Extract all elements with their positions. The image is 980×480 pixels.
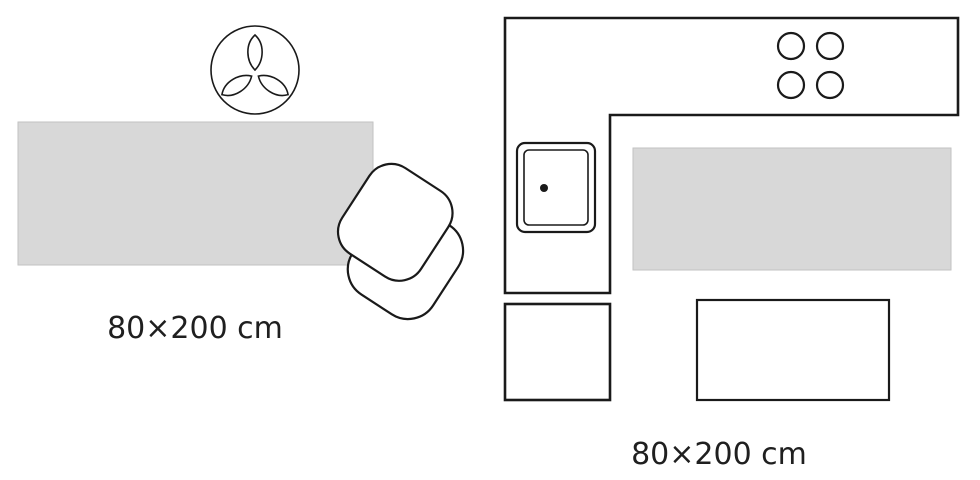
burner-circle (776, 31, 806, 61)
rug-left (17, 121, 374, 266)
burner-circle (815, 70, 845, 100)
sink-outer (515, 141, 597, 234)
right-size-label: 80×200 cm (631, 437, 807, 472)
right-scene: 80×200 cm (503, 16, 960, 472)
plant-leaf (257, 74, 289, 97)
left-size-label: 80×200 cm (107, 311, 283, 346)
sink-basin (523, 149, 589, 226)
burner-circle (776, 70, 806, 100)
plant-leaves (221, 33, 289, 97)
kitchen-counter-outline (503, 16, 960, 295)
plant-top-view-icon (210, 25, 300, 115)
plant-leaf (247, 33, 263, 72)
hob-burners-icon (776, 31, 845, 100)
sink-drain-dot (540, 184, 548, 192)
rug-right (632, 147, 952, 271)
burner-circle (815, 31, 845, 61)
table-outline (695, 298, 891, 402)
kitchen-sink-icon (515, 141, 597, 234)
plant-leaf (221, 74, 253, 97)
chair-top-view-icon (336, 162, 465, 321)
left-scene: 80×200 cm (17, 25, 465, 346)
kitchen-lower-cabinet (503, 302, 612, 402)
chair-seat (336, 162, 454, 282)
